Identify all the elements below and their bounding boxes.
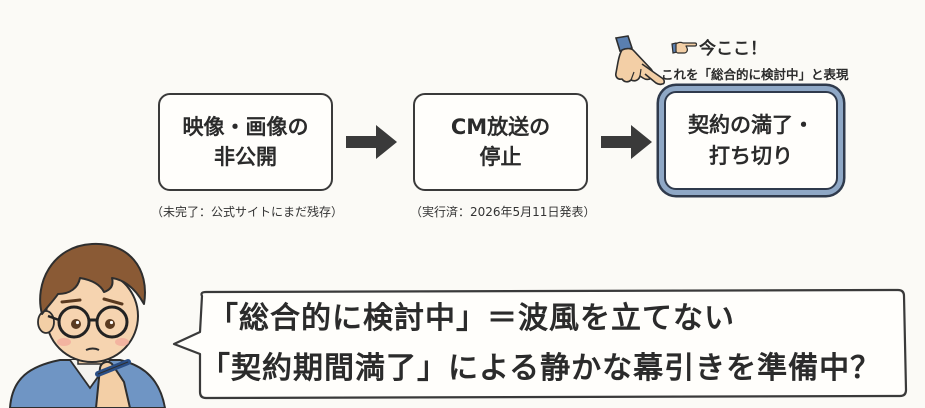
speech-bubble: [172, 288, 908, 400]
step3-line1: 契約の満了・: [688, 113, 814, 138]
step-box-unpublish: 映像・画像の 非公開: [158, 93, 333, 191]
pointing-finger-icon: [671, 41, 698, 54]
speech-line-1: 「総合的に検討中」＝波風を立てない: [208, 301, 735, 336]
callout-title: 今ここ！: [699, 39, 767, 59]
step3-line2: 打ち切り: [709, 143, 793, 168]
step1-line2: 非公開: [214, 145, 277, 169]
step1-note: （未完了：公式サイトにまだ残存）: [151, 205, 344, 219]
arrow-right-icon: [346, 125, 397, 159]
step2-note: （実行済：2026年5月11日発表）: [410, 205, 596, 219]
step1-line1: 映像・画像の: [182, 114, 309, 139]
callout-text: これを「総合的に検討中」と表現: [661, 67, 849, 82]
step-box-cm-stop: CM放送の 停止: [413, 93, 588, 191]
step2-line2: 停止: [479, 145, 522, 169]
speech-line-2: 「契約期間満了」による静かな幕引きを準備中？: [200, 351, 882, 386]
step2-line1: CM放送の: [450, 114, 551, 139]
step-box-contract-end: 契約の満了・ 打ち切り: [664, 91, 838, 190]
pointing-hand-icon: [614, 35, 666, 86]
arrow-right-icon: [601, 125, 652, 159]
thinking-character-icon: [8, 242, 167, 408]
